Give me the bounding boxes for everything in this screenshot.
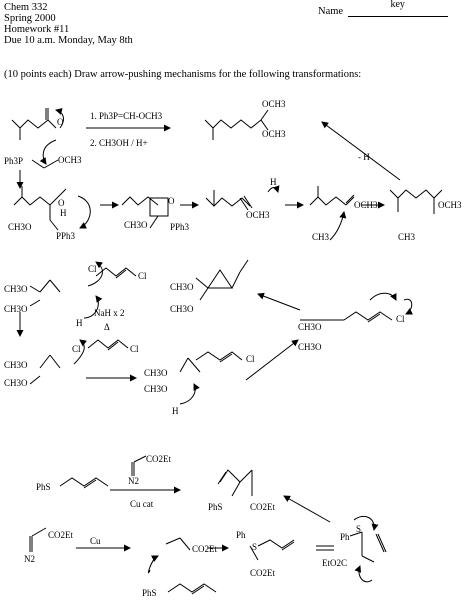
label-och3-3: OCH3 [354, 200, 378, 210]
label-o-2: O [168, 196, 175, 206]
label-och3-top: OCH3 [262, 99, 286, 109]
allyl-sulfide-structure [59, 477, 109, 489]
chlorobutene-structure-2 [87, 339, 129, 351]
label-delta: Δ [104, 322, 110, 332]
label-och3-4: OCH3 [438, 200, 462, 210]
label-cl-5: Cl [130, 344, 139, 354]
label-minus-h: - H [358, 152, 370, 162]
label-cu-cat: Cu cat [130, 499, 154, 509]
label-eto2c: EtO2C [322, 558, 347, 568]
label-ch3o-p2f: CH3O [298, 342, 322, 352]
diazoester-structure-2 [29, 527, 47, 552]
label-ylide-och3: OCH3 [58, 155, 82, 165]
resonance-symbol [316, 545, 334, 551]
label-ch3o-2: CH3O [124, 220, 148, 230]
label-ch3o-1: CH3O [8, 222, 32, 232]
protonated-acetal-structure [389, 189, 443, 214]
label-ch3o-p2j: CH3O [144, 384, 168, 394]
dichlorobutene-structure [95, 267, 137, 279]
monoalkylated-structure [179, 351, 243, 373]
label-cl-6: Cl [246, 354, 255, 364]
label-o-carbonyl: O [57, 117, 64, 127]
label-cl-1: Cl [138, 271, 147, 281]
label-co2et-5: CO2Et [250, 568, 276, 578]
label-pph3-2: PPh3 [170, 222, 190, 232]
label-h-1: H [60, 208, 67, 218]
label-ph-2: Ph [340, 532, 350, 542]
label-cl-2: Cl [88, 264, 97, 274]
label-nah: NaH x 2 [94, 308, 125, 318]
aldehyde-structure [11, 108, 57, 140]
label-cl-4: Cl [72, 344, 81, 354]
label-co2et-2: CO2Et [250, 502, 276, 512]
label-co2et-4: CO2Et [192, 544, 218, 554]
enol-ether-structure [205, 190, 253, 211]
label-pph3: PPh3 [56, 231, 76, 241]
oxocarbenium-structure [309, 186, 355, 206]
label-ch3-o: CH3 [312, 232, 330, 242]
label-ch3o-p2c: CH3O [170, 282, 194, 292]
malonate-structure [29, 279, 61, 307]
label-phs-3: PhS [142, 588, 157, 598]
label-phs-2: PhS [208, 502, 223, 512]
header-block: Chem 332 Spring 2000 Homework #11 Due 10… [4, 2, 133, 46]
label-h-base: H [76, 318, 83, 328]
name-label: Name [318, 6, 344, 17]
label-ph-1: Ph [236, 530, 246, 540]
reagent-step-2: 2. CH3OH / H+ [90, 138, 148, 148]
alkylated-malonate-structure [300, 311, 393, 323]
rearranged-product-structure [217, 469, 253, 497]
label-cu: Cu [90, 536, 101, 546]
label-ch3o-p2e: CH3O [298, 322, 322, 332]
name-field: Name key [318, 0, 448, 17]
label-ch3-o-2: CH3 [398, 232, 416, 242]
label-n2-2: N2 [24, 554, 35, 564]
label-ch3o-p2b: CH3O [4, 304, 28, 314]
label-och3-bottom: OCH3 [262, 129, 286, 139]
oxaphosphetane-structure [121, 196, 169, 229]
enolate-structure [29, 354, 61, 385]
name-line: key [347, 0, 448, 17]
instructions: (10 points each) Draw arrow-pushing mech… [4, 69, 362, 80]
label-ph3p: Ph3P [4, 156, 23, 166]
deprotonation-arrow [321, 121, 401, 181]
label-ch3o-p2g: CH3O [4, 360, 28, 370]
term: Spring 2000 [4, 13, 56, 24]
sulfonium-ylide-structure [249, 539, 295, 561]
course-title: Chem 332 [4, 2, 48, 13]
label-s-2: S [356, 524, 361, 534]
reagent-step-1: 1. Ph3P=CH-OCH3 [90, 111, 163, 121]
homework-number: Homework #11 [4, 24, 70, 35]
sulfide-nucleophile-structure [167, 583, 217, 595]
label-phs-1: PhS [36, 482, 51, 492]
carbene-structure [165, 537, 191, 551]
label-s-1: S [252, 542, 257, 552]
label-n2-1: N2 [128, 476, 139, 486]
sigmatropic-ts-structure [349, 531, 387, 563]
label-h-2: H [270, 177, 277, 187]
label-h-base-2: H [172, 406, 179, 416]
label-enol-och3: OCH3 [246, 210, 270, 220]
label-ch3o-p2i: CH3O [144, 368, 168, 378]
label-ch3o-p2h: CH3O [4, 378, 28, 388]
label-ch3o-p2d: CH3O [170, 304, 194, 314]
label-ch3o-p2a: CH3O [4, 284, 28, 294]
diazoester-structure [131, 455, 147, 476]
label-co2et-3: CO2Et [48, 530, 74, 540]
label-cl-3: Cl [396, 314, 405, 324]
cyclopropane-structure [195, 259, 249, 301]
label-betaine-o: O [58, 198, 65, 208]
betaine-structure [13, 186, 67, 231]
name-value: key [390, 0, 405, 10]
due-date: Due 10 a.m. Monday, May 8th [4, 35, 133, 46]
acetal-structure [204, 109, 269, 140]
label-co2et-1: CO2Et [146, 454, 172, 464]
